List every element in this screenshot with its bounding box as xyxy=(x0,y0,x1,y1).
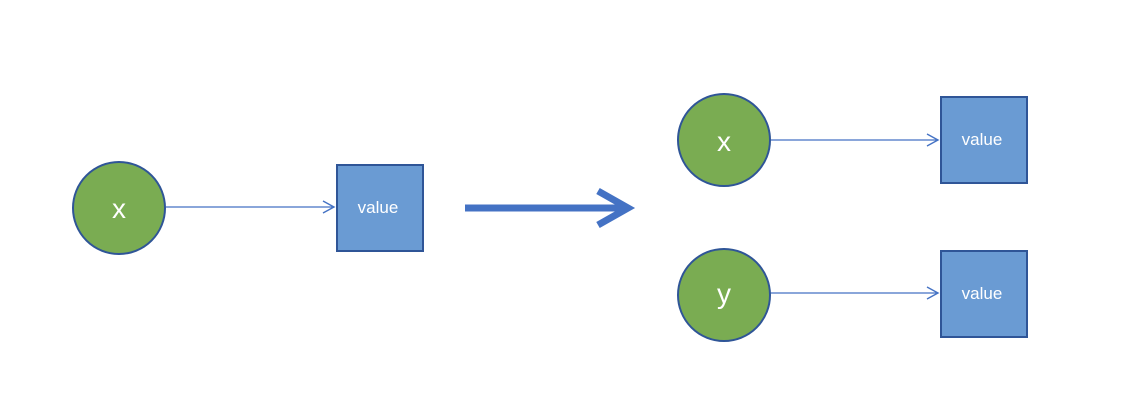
after-key-node-y xyxy=(677,248,771,342)
transform-arrow-head xyxy=(596,187,636,229)
before-key-label: x xyxy=(112,193,126,224)
after-mapping-x: x value xyxy=(677,93,1028,187)
after-key-node-x xyxy=(677,93,771,187)
before-value-box xyxy=(336,164,424,252)
after-value-label-x: value xyxy=(962,130,1003,149)
transform-arrow xyxy=(465,187,636,229)
after-value-label-y: value xyxy=(962,284,1003,303)
after-key-label-y: y xyxy=(717,278,731,309)
before-key-node xyxy=(72,161,166,255)
before-mapping: x value xyxy=(72,161,424,255)
after-key-label-x: x xyxy=(717,126,731,157)
after-value-box-x xyxy=(940,96,1028,184)
before-value-label: value xyxy=(358,198,399,217)
after-value-box-y xyxy=(940,250,1028,338)
after-mapping-y: y value xyxy=(677,248,1028,342)
